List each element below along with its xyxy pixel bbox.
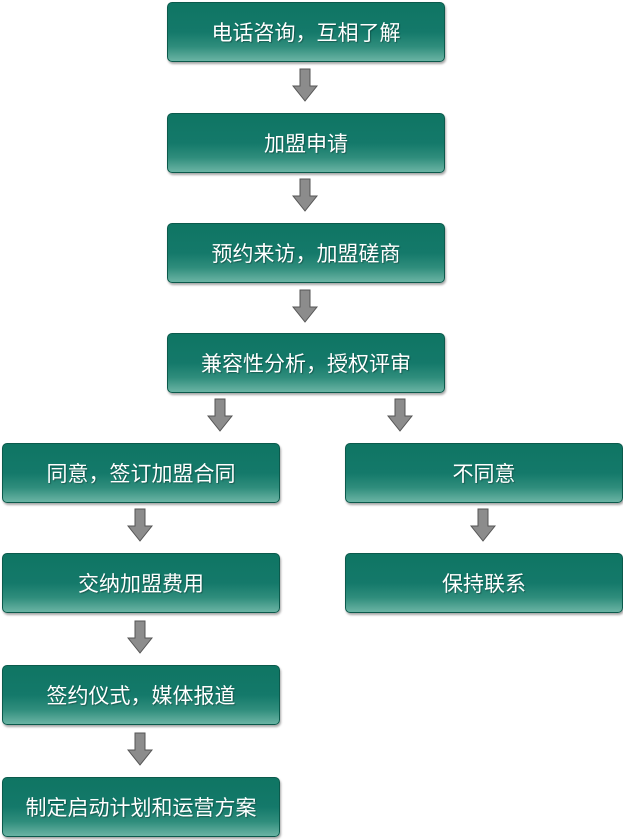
step-disagree: 不同意 — [345, 443, 623, 503]
down-arrow-icon — [291, 68, 319, 102]
down-arrow-icon — [126, 732, 154, 766]
step-plan: 制定启动计划和运营方案 — [2, 777, 280, 837]
step-ceremony: 签约仪式，媒体报道 — [2, 665, 280, 725]
down-arrow-icon — [126, 620, 154, 654]
step-agree: 同意，签订加盟合同 — [2, 443, 280, 503]
step-phone-consult: 电话咨询，互相了解 — [167, 2, 445, 62]
down-arrow-icon — [469, 508, 497, 542]
step-apply: 加盟申请 — [167, 113, 445, 173]
down-arrow-icon — [206, 398, 234, 432]
down-arrow-icon — [291, 289, 319, 323]
down-arrow-icon — [291, 178, 319, 212]
step-keep-contact: 保持联系 — [345, 553, 623, 613]
step-review: 兼容性分析，授权评审 — [167, 333, 445, 393]
down-arrow-icon — [386, 398, 414, 432]
step-pay: 交纳加盟费用 — [2, 553, 280, 613]
down-arrow-icon — [126, 508, 154, 542]
step-visit: 预约来访，加盟磋商 — [167, 223, 445, 283]
